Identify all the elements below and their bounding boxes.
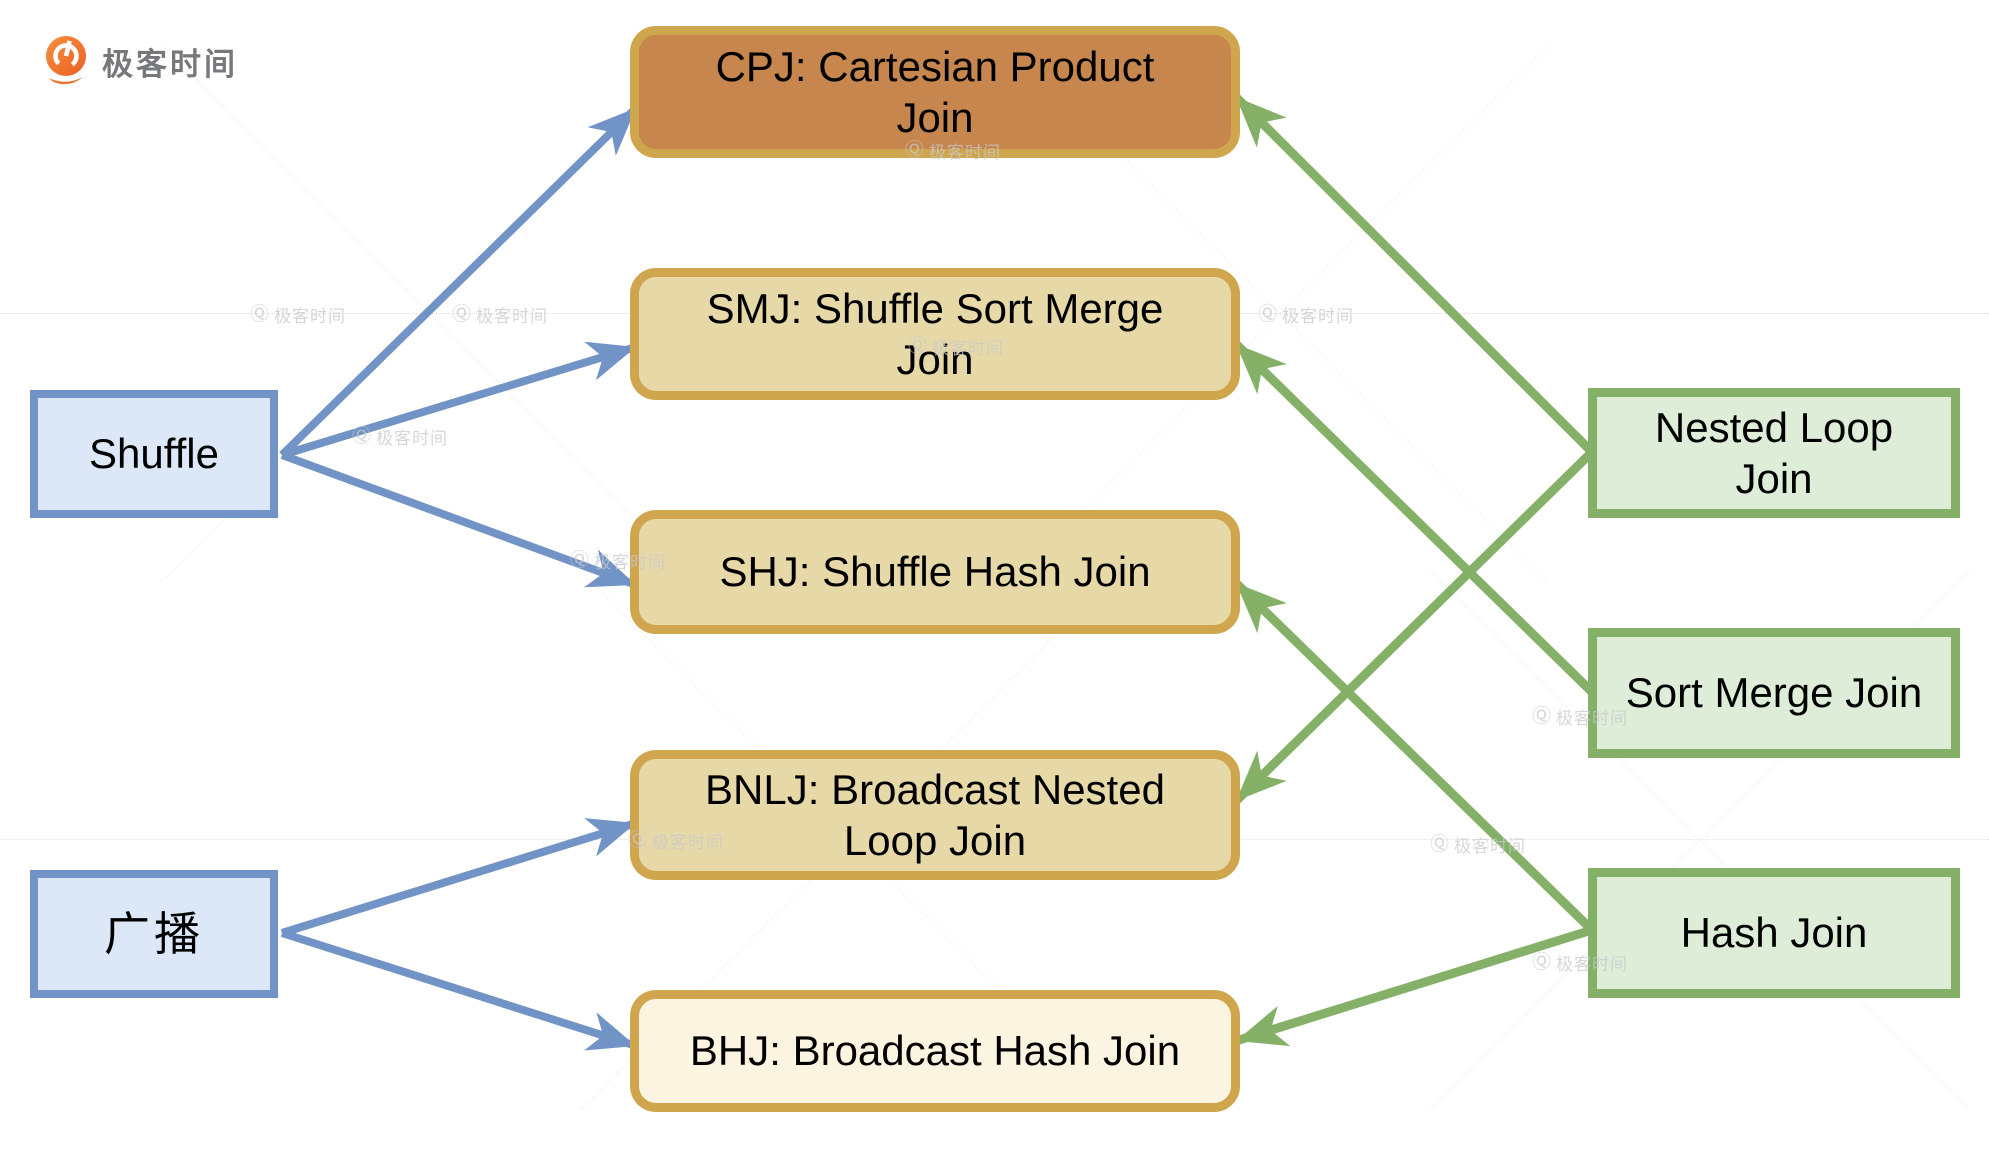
edge-shuffle-to-shj [280, 451, 638, 589]
edge-nested_loop_join-to-cpj [1232, 93, 1596, 456]
edge-hash_join-to-shj [1232, 579, 1596, 934]
node-broadcast: 广播 [30, 870, 278, 998]
node-broadcast-nested-loop-join: BNLJ: Broadcast Nested Loop Join [630, 750, 1240, 880]
node-nested-loop-join: Nested Loop Join [1588, 388, 1960, 518]
geektime-logo-text: 极客时间 [102, 46, 238, 82]
edge-shuffle-to-smj [280, 341, 638, 459]
geektime-logo: 极客时间 [42, 34, 238, 88]
edge-sort_merge_join-to-smj [1232, 340, 1596, 696]
node-shuffle-sort-merge-join: SMJ: Shuffle Sort Merge Join [630, 268, 1240, 400]
node-shuffle: Shuffle [30, 390, 278, 518]
edge-hash_join-to-bhj [1234, 925, 1594, 1047]
node-sort-merge-join: Sort Merge Join [1588, 628, 1960, 758]
edge-broadcast-to-bhj [280, 929, 638, 1051]
node-hash-join: Hash Join [1588, 868, 1960, 998]
node-cartesian-product-join: CPJ: Cartesian Product Join [630, 26, 1240, 158]
edge-shuffle-to-cpj [279, 105, 639, 458]
edge-nested_loop_join-to-bnlj [1232, 448, 1596, 805]
node-shuffle-hash-join: SHJ: Shuffle Hash Join [630, 510, 1240, 634]
geektime-logo-icon [46, 36, 86, 85]
edge-broadcast-to-bnlj [280, 818, 638, 937]
node-broadcast-hash-join: BHJ: Broadcast Hash Join [630, 990, 1240, 1112]
